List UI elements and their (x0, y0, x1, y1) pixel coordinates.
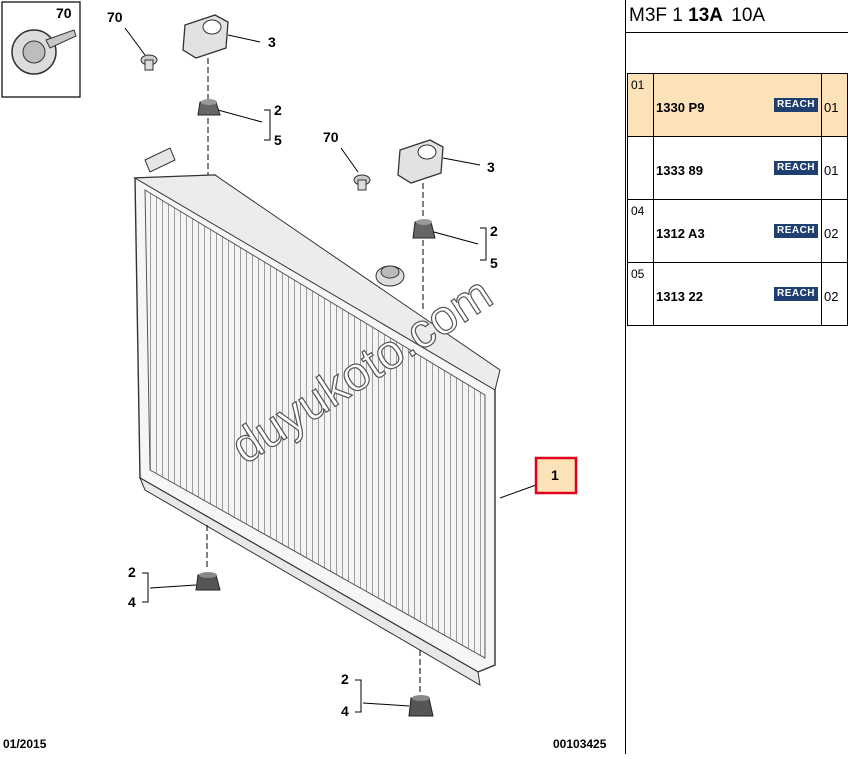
parts-panel: M3F 1 13A 10A 01 1330 P9 REACH 01 1333 8… (626, 0, 848, 754)
part-index: 01 (631, 78, 645, 92)
bracket-icon (397, 139, 444, 184)
upper-left-mount[interactable]: 70 3 2 5 (107, 9, 282, 180)
grommet-icon (412, 219, 436, 239)
callout-mount-c: 4 (128, 594, 136, 610)
part-index: 04 (631, 204, 645, 218)
part-index: 05 (631, 267, 645, 281)
upper-right-mount[interactable]: 70 3 2 5 (323, 129, 498, 310)
grommet-icon (195, 572, 221, 591)
part-quantity: 02 (824, 289, 839, 304)
model-bold: 13A (688, 5, 723, 26)
small-bolt-icon (140, 54, 158, 71)
lower-right-mount[interactable]: 2 4 (341, 650, 434, 719)
callout-mount-b: 5 (274, 132, 282, 148)
parts-table: 01 1330 P9 REACH 01 1333 89 REACH 01 04 … (627, 73, 848, 326)
model-prefix: M3F 1 (629, 5, 683, 26)
part-row[interactable]: 04 1312 A3 REACH 02 (628, 200, 847, 263)
callout-radiator: 1 (551, 467, 559, 483)
bracket-icon (182, 14, 229, 59)
grommet-icon (408, 695, 434, 717)
callout-mount-a-3: 2 (128, 564, 136, 580)
part-row[interactable]: 05 1313 22 REACH 02 (628, 263, 847, 326)
radiator[interactable]: 1 (133, 147, 578, 686)
footer-code: 00103425 (553, 737, 607, 751)
screw-inset[interactable]: 70 (1, 1, 81, 98)
model-header: M3F 1 13A 10A (626, 0, 848, 33)
filler-neck-icon (375, 265, 405, 287)
small-bolt-icon (353, 174, 371, 191)
inlet-pipe-icon (144, 147, 176, 173)
callout-screw: 70 (107, 9, 123, 25)
panel-divider (625, 0, 626, 754)
reach-badge: REACH (774, 224, 818, 238)
part-quantity: 01 (824, 100, 839, 115)
part-reference[interactable]: 1313 22 (656, 289, 703, 304)
callout-bracket-2: 3 (487, 159, 495, 175)
callout-mount-a: 2 (274, 102, 282, 118)
part-reference[interactable]: 1330 P9 (656, 100, 705, 115)
callout-bracket: 3 (268, 34, 276, 50)
callout-mount-b-2: 5 (490, 255, 498, 271)
radiator-callout[interactable]: 1 (534, 456, 578, 495)
parts-diagram: 70 70 3 2 5 70 (1, 1, 607, 751)
footer-date: 01/2015 (3, 737, 47, 751)
reach-badge: REACH (774, 287, 818, 301)
reach-badge: REACH (774, 98, 818, 112)
lower-left-mount[interactable]: 2 4 (128, 525, 221, 610)
callout-screw-2: 70 (323, 129, 339, 145)
callout-mount-a-2: 2 (490, 223, 498, 239)
part-reference[interactable]: 1333 89 (656, 163, 703, 178)
callout-mount-c-2: 4 (341, 703, 349, 719)
part-row[interactable]: 01 1330 P9 REACH 01 (628, 74, 847, 137)
reach-badge: REACH (774, 161, 818, 175)
screw-icon (11, 29, 77, 75)
callout-mount-a-4: 2 (341, 671, 349, 687)
model-suffix: 10A (731, 5, 766, 26)
part-quantity: 02 (824, 226, 839, 241)
callout-screw-inset: 70 (56, 5, 72, 21)
part-reference[interactable]: 1312 A3 (656, 226, 705, 241)
part-row[interactable]: 1333 89 REACH 01 (628, 137, 847, 200)
part-quantity: 01 (824, 163, 839, 178)
grommet-icon (197, 99, 221, 116)
